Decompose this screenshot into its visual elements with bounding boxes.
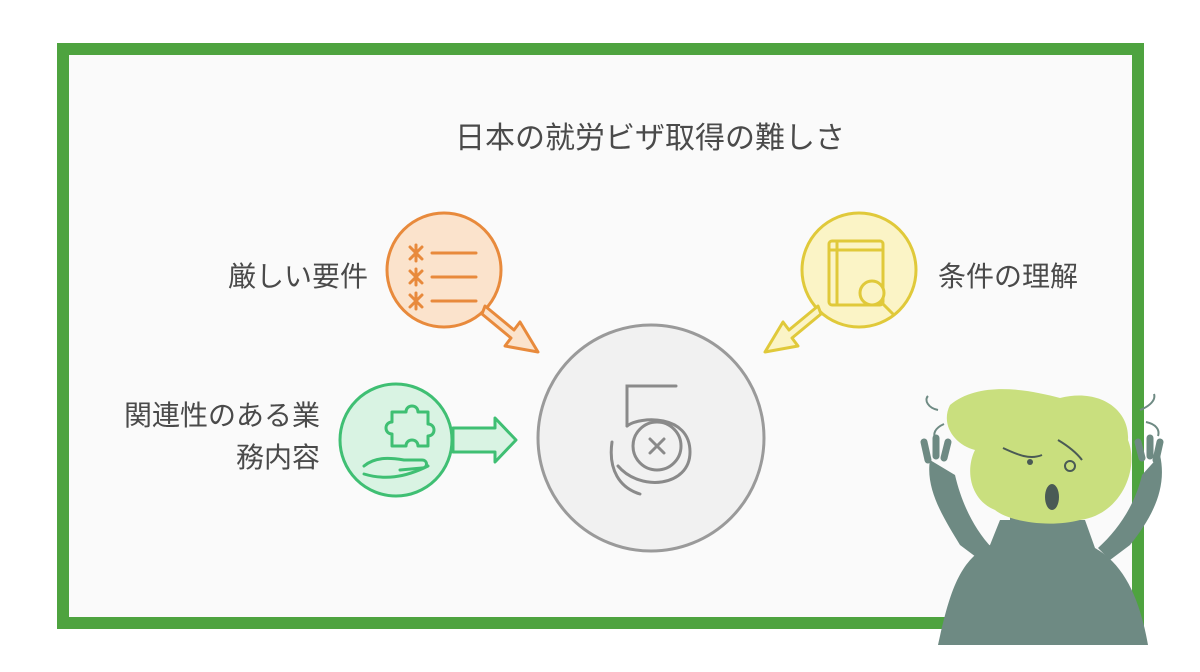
label-strict-requirements: 厳しい要件	[227, 260, 368, 293]
puzzle-hand-icon	[362, 404, 436, 479]
diagram-title: 日本の就労ビザ取得の難しさ	[455, 121, 845, 156]
arrow-yellow	[763, 304, 823, 354]
asterisk-list-icon	[408, 243, 478, 311]
label-relevant-job-duties-line1: 関連性のある業	[123, 399, 320, 432]
surprised-person-illustration	[920, 389, 1164, 645]
arrow-green	[451, 416, 518, 464]
label-understanding-conditions: 条件の理解	[938, 260, 1079, 293]
node-strict-requirements	[385, 211, 540, 354]
arrow-orange	[480, 304, 540, 354]
node-relevant-job-duties	[338, 382, 518, 498]
book-search-icon	[827, 239, 895, 316]
label-relevant-job-duties-line2: 務内容	[235, 441, 320, 474]
five-icon	[609, 384, 692, 496]
center-node	[536, 323, 766, 553]
node-understanding-conditions	[763, 211, 918, 354]
